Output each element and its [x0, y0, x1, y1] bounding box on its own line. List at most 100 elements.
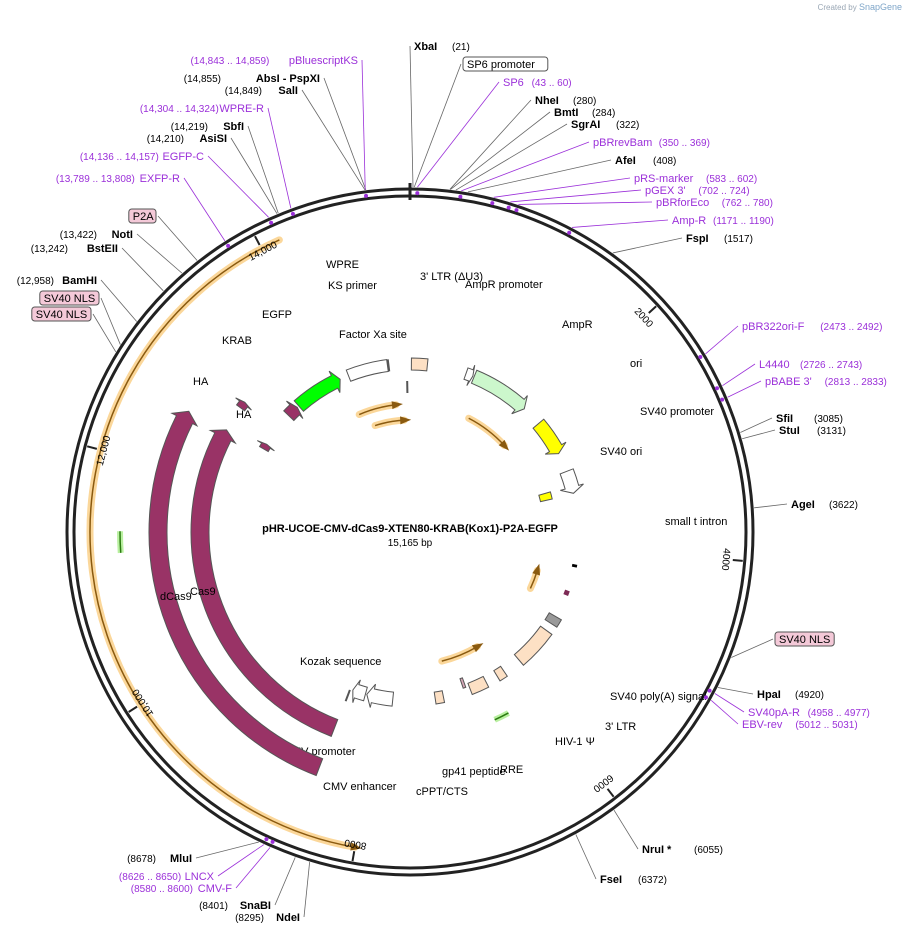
krab-feature	[283, 400, 304, 422]
tick-mark	[351, 850, 356, 862]
sv40-nls-site: SV40 NLS	[31, 306, 92, 322]
site-position: (4958 .. 4977)	[808, 708, 870, 719]
site-position: (1517)	[724, 234, 753, 245]
site-box	[39, 290, 100, 306]
plasmid-size: 15,165 bp	[388, 538, 433, 549]
hiv-1-feature	[493, 665, 509, 682]
egfp-c-site: EGFP-C(14,136 .. 14,157)	[80, 151, 204, 163]
site-name: pBR322ori-F	[742, 321, 805, 333]
ha-label: HA	[236, 409, 252, 421]
site-position: (280)	[573, 96, 596, 107]
fsei-site: FseI(6372)	[600, 874, 667, 886]
ebv-rev-leader	[710, 699, 739, 725]
ebv-rev-site: EBV-rev(5012 .. 5031)	[742, 719, 858, 731]
site-name: WPRE-R	[219, 103, 264, 115]
site-name: NruI *	[642, 844, 672, 856]
factor-xa-site-label: Factor Xa site	[339, 329, 407, 341]
site-name: NotI	[112, 229, 133, 241]
site-position: (6055)	[694, 845, 723, 856]
site-name: SV40 NLS	[36, 309, 87, 321]
orange-arc-head	[391, 401, 403, 410]
site-position: (13,789 .. 13,808)	[56, 174, 135, 185]
site-position: (762 .. 780)	[722, 198, 773, 209]
sp6-promoter-leader	[413, 63, 462, 188]
l4440-site: L4440(2726 .. 2743)	[759, 359, 862, 371]
fspi-leader	[612, 237, 683, 254]
sali-site: SalI(14,849)	[225, 85, 298, 97]
pbrrevbam-site: pBRrevBam(350 .. 369)	[593, 137, 710, 149]
tick-label: 8000	[343, 836, 367, 851]
stui-leader	[742, 429, 776, 440]
sbfi-site: SbfI(14,219)	[171, 121, 244, 133]
ori-feature	[532, 418, 567, 455]
site-name: BamHI	[62, 275, 97, 287]
site-name: P2A	[133, 211, 154, 223]
site-name: EGFP-C	[162, 151, 204, 163]
kozak-sequence-feature	[344, 689, 351, 702]
amp-r-site: Amp-R (1171 .. 1190)	[672, 215, 774, 227]
sv40-poly-a-signal-label: SV40 poly(A) signal	[610, 691, 707, 703]
site-position: (13,422)	[60, 230, 97, 241]
site-name: SV40pA-R	[748, 707, 800, 719]
wpre-r-site: WPRE-R(14,304 .. 14,324)	[140, 103, 264, 115]
pbabe-3-leader	[727, 380, 762, 398]
sv40-promoter-label: SV40 promoter	[640, 406, 714, 418]
site-box	[774, 631, 835, 647]
afei-site: AfeI(408)	[615, 155, 676, 167]
kozak-sequence-label: Kozak sequence	[300, 656, 381, 668]
pbrforeco-site: pBRforEco(762 .. 780)	[656, 197, 773, 209]
site-position: (6372)	[638, 875, 667, 886]
sv40-nls-site: SV40 NLS	[774, 631, 835, 647]
cppt-cts-label: cPPT/CTS	[416, 786, 468, 798]
site-name: Amp-R	[672, 215, 706, 227]
bamhi-leader	[100, 279, 137, 322]
pbrrevbam-marker	[458, 194, 463, 199]
p2a-leader	[157, 215, 198, 261]
snabi-leader	[274, 857, 296, 906]
sv40-ori-label: SV40 ori	[600, 446, 642, 458]
amp-r-leader	[571, 219, 669, 228]
sv40pa-r-leader	[714, 693, 745, 713]
site-name: SgrAI	[571, 119, 600, 131]
site-name: EXFP-R	[140, 173, 180, 185]
egfp-label: EGFP	[262, 309, 292, 321]
tick-label: 14,000	[247, 239, 280, 263]
ha-feature	[257, 440, 275, 453]
site-position: (3131)	[817, 426, 846, 437]
site-name: SV40 NLS	[779, 634, 830, 646]
egfp-feature	[293, 370, 341, 412]
snapgene-watermark: Created by SnapGene	[818, 2, 902, 12]
site-name: pGEX 3'	[645, 185, 686, 197]
orange-arc-halo	[465, 414, 508, 449]
cmv-f-marker	[270, 839, 275, 844]
ori-label: ori	[630, 358, 642, 370]
site-position: (8401)	[199, 901, 228, 912]
site-position: (1171 .. 1190)	[713, 216, 774, 227]
site-position: (12,958)	[17, 276, 54, 287]
site-name: LNCX	[185, 871, 215, 883]
ks-primer-feature	[386, 359, 391, 372]
rre-feature	[467, 675, 490, 696]
3-ltr-u3-label: 3' LTR (ΔU3)	[420, 271, 483, 283]
ampr-promoter-label: AmpR promoter	[465, 279, 543, 291]
cmv-enhancer-label: CMV enhancer	[323, 781, 397, 793]
site-position: (13,242)	[31, 244, 68, 255]
site-position: (21)	[452, 42, 470, 53]
mlui-leader	[195, 841, 259, 859]
site-name: XbaI	[414, 41, 437, 53]
sv40-poly-a-signal-feature	[544, 612, 563, 628]
asisi-leader	[230, 137, 278, 214]
site-name: SV40 NLS	[44, 293, 95, 305]
site-position: (43 .. 60)	[532, 78, 572, 89]
small-t-intron-feature	[571, 563, 578, 568]
sv40-nls-leader	[731, 638, 774, 658]
wpre-label: WPRE	[326, 259, 359, 271]
p2a-site: P2A	[128, 208, 157, 224]
ampr-promoter-feature	[463, 364, 476, 386]
site-position: (14,304 .. 14,324)	[140, 104, 219, 115]
hpai-leader	[717, 687, 754, 695]
site-position: (14,210)	[147, 134, 184, 145]
prs-marker-site: pRS-marker(583 .. 602)	[634, 173, 757, 185]
